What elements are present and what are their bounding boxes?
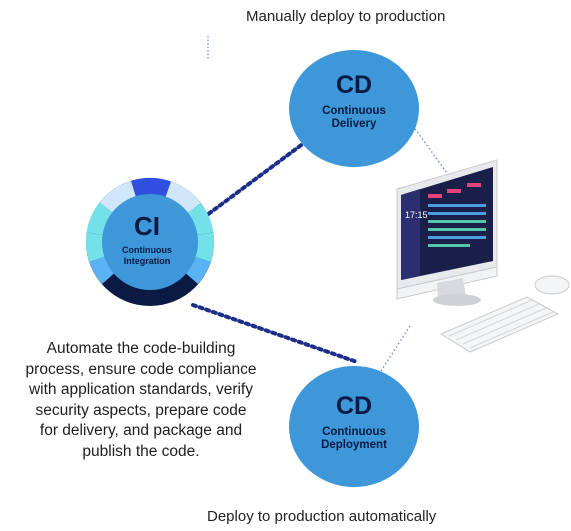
manual-deploy-caption: Manually deploy to production	[246, 8, 446, 25]
ci-node-label: CI Continuous Integration	[93, 212, 201, 267]
description-line: security aspects, prepare code	[35, 401, 247, 419]
ci-label-line2: Integration	[123, 256, 171, 266]
description-line: for delivery, and package and	[39, 422, 243, 439]
computer-illustration: 17:15	[396, 159, 570, 353]
description-line: Automate the code-building	[46, 340, 236, 357]
description-line: with application standards, verify	[28, 381, 253, 398]
cd-delivery-label-line2: Delivery	[331, 118, 377, 130]
cd-deployment-label-line2: Deployment	[321, 439, 387, 451]
ci-ring	[85, 178, 215, 306]
description-line: process, ensure code compliance	[25, 360, 257, 378]
cd-delivery-node: CD Continuous Delivery	[289, 50, 419, 167]
ci-label-line1: Continuous	[122, 245, 172, 255]
cd-delivery-label-line1: Continuous	[322, 105, 386, 117]
auto-deploy-caption: Deploy to production automatically	[207, 508, 437, 525]
ci-abbr: CI	[134, 211, 160, 241]
cd-deployment-label-line1: Continuous	[322, 426, 386, 438]
screen-clock: 17:15	[405, 210, 428, 220]
connector-computer-to-deployment	[380, 325, 411, 372]
ci-description: Automate the code-building process, ensu…	[2, 339, 280, 462]
cd-deployment-abbr: CD	[335, 392, 373, 420]
connector-ci-to-deployment	[191, 303, 359, 364]
connector-ci-to-delivery	[201, 141, 306, 220]
cd-deployment-node: CD Continuous Deployment	[289, 366, 419, 487]
description-line: publish the code.	[82, 442, 200, 460]
connector-delivery-to-computer	[407, 118, 453, 181]
cd-delivery-abbr: CD	[335, 71, 373, 99]
